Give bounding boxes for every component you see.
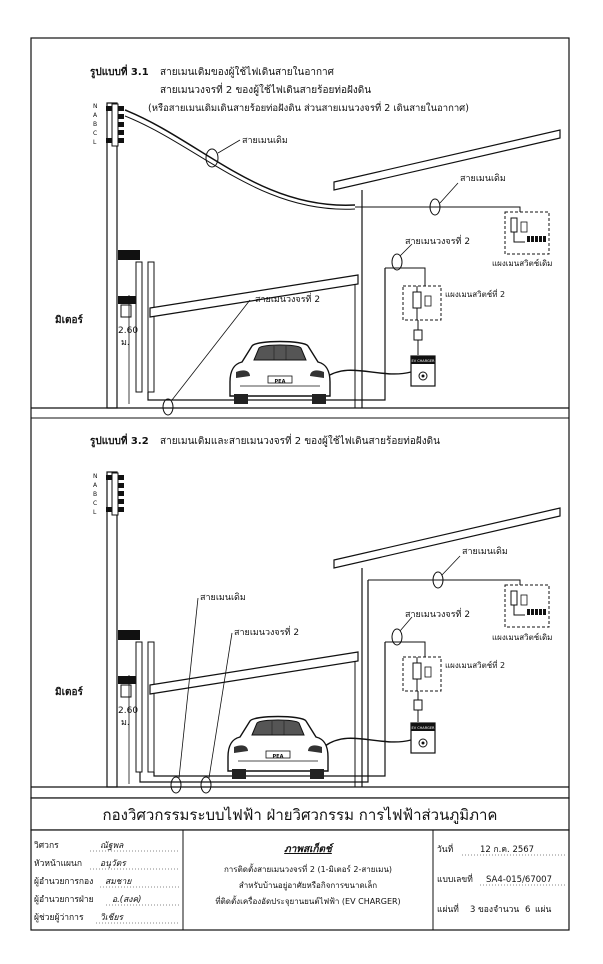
sheet-desc-line1: การติดตั้งสายเมนวงจรที่ 2 (1-มิเตอร์ 2-ส… — [224, 863, 392, 874]
fig2-caption-num: รูปแบบที่ 3.2 — [90, 433, 149, 448]
fig1-service-drop — [124, 109, 356, 206]
fig2-label-panel2: แผงเมนสวิตช์ที่ 2 — [445, 659, 505, 670]
fig1-label-panel2: แผงเมนสวิตช์ที่ 2 — [445, 288, 505, 299]
fig2-label-meter: มิเตอร์ — [55, 686, 84, 698]
date-value: 12 ก.ค. 2567 — [480, 845, 534, 855]
sheet-of-label: ของจำนวน — [478, 905, 519, 915]
fig1-label-old-main-air: สายเมนเดิม — [242, 135, 288, 146]
svg-text:L: L — [93, 139, 97, 146]
sheet-no: 3 — [470, 905, 475, 915]
fig1-height-unit: ม. — [121, 338, 130, 348]
figure-3-1: รูปแบบที่ 3.1 สายเมนเดิมของผู้ใช้ไฟเดินส… — [31, 64, 569, 416]
sheet-title: ภาพสเก็ตช์ — [284, 842, 335, 855]
date-label: วันที่ — [437, 843, 454, 855]
fig2-caption-text: สายเมนเดิมและสายเมนวงจรที่ 2 ของผู้ใช้ไฟ… — [160, 433, 440, 447]
sheet-unit: แผ่น — [535, 905, 551, 915]
fig2-label-old-main-house: สายเมนเดิม — [462, 546, 508, 557]
fig2-height-value: 2.60 — [118, 706, 138, 716]
figure-3-2: รูปแบบที่ 3.2 สายเมนเดิมและสายเมนวงจรที่… — [31, 433, 569, 794]
fig1-label-meter: มิเตอร์ — [55, 314, 84, 326]
approval-label: ผู้ช่วยผู้ว่าการ — [34, 912, 84, 923]
fig2-label-circuit2-ground: สายเมนวงจรที่ 2 — [234, 625, 299, 638]
fig2-label-circuit2-house: สายเมนวงจรที่ 2 — [405, 607, 470, 620]
svg-text:L: L — [93, 509, 97, 516]
fig2-label-panel-old: แผงเมนสวิตช์เดิม — [492, 632, 552, 642]
svg-text:A: A — [93, 482, 98, 489]
svg-text:C: C — [93, 500, 97, 507]
sheet-desc-line2: สำหรับบ้านอยู่อาศัยหรือกิจการขนาดเล็ก — [239, 880, 377, 891]
approval-label: หัวหน้าแผนก — [34, 858, 82, 869]
fig1-label-panel-old: แผงเมนสวิตช์เดิม — [492, 258, 552, 268]
svg-text:C: C — [93, 130, 97, 137]
svg-text:B: B — [93, 491, 97, 498]
fig1-charger-label: EV CHARGER — [412, 359, 436, 363]
fig2-utility-pole — [106, 471, 118, 788]
fig1-utility-pole — [106, 102, 118, 409]
approval-label: วิศวกร — [34, 841, 59, 851]
fig1-caption-line3: (หรือสายเมนเดิมเดินสายร้อยท่อฝังดิน ส่วน… — [148, 101, 469, 114]
sheet-info: วันที่ 12 ก.ค. 2567 แบบเลขที่ SA4-015/67… — [437, 843, 566, 915]
fig2-phase-letters: N A B C L — [93, 473, 98, 516]
approval-signature: อ.(สงค) — [112, 895, 141, 905]
svg-text:B: B — [93, 121, 97, 128]
fig1-label-circuit2-ground: สายเมนวงจรที่ 2 — [255, 292, 320, 305]
fig2-label-old-main-ground: สายเมนเดิม — [200, 592, 246, 603]
org-name: กองวิศวกรรมระบบไฟฟ้า ฝ่ายวิศวกรรม การไฟฟ… — [103, 806, 498, 824]
fig1-plate: PEA — [275, 379, 286, 385]
fig1-caption-num: รูปแบบที่ 3.1 — [90, 64, 149, 79]
title-block: กองวิศวกรรมระบบไฟฟ้า ฝ่ายวิศวกรรม การไฟฟ… — [30, 797, 570, 931]
fig2-height-unit: ม. — [121, 718, 130, 728]
fig2-circuit2-conduit — [153, 642, 386, 777]
approval-signature: ณัฐพล — [100, 841, 124, 851]
fig1-height-value: 2.60 — [118, 326, 138, 336]
drawing-no-value: SA4-015/67007 — [486, 875, 552, 885]
sheet-desc-line3: ที่ติดตั้งเครื่องอัดประจุยานยนต์ไฟฟ้า (E… — [215, 895, 400, 906]
svg-text:A: A — [93, 112, 98, 119]
approval-label: ผู้อำนวยการกอง — [34, 876, 93, 887]
fig1-phase-letters: N A B C L — [93, 103, 98, 146]
approval-rows: วิศวกร ณัฐพล หัวหน้าแผนก อนุวัตร ผู้อำนว… — [34, 841, 180, 924]
approval-signature: วิเชียร — [100, 912, 124, 923]
fig1-ev-car — [229, 340, 331, 405]
approval-signature: สมชาย — [105, 877, 132, 887]
svg-text:N: N — [93, 473, 98, 480]
fig1-label-old-main-house: สายเมนเดิม — [460, 173, 506, 184]
approval-label: ผู้อำนวยการฝ่าย — [34, 894, 94, 905]
fig1-caption-line2: สายเมนวงจรที่ 2 ของผู้ใช้ไฟเดินสายร้อยท่… — [160, 82, 371, 96]
fig2-charger-label: EV CHARGER — [412, 726, 436, 730]
sheet-label: แผ่นที่ — [437, 903, 459, 915]
fig2-ev-car — [227, 715, 329, 780]
drawing-no-label: แบบเลขที่ — [437, 873, 473, 885]
fig1-label-circuit2-house: สายเมนวงจรที่ 2 — [405, 234, 470, 247]
sheet-total: 6 — [525, 905, 530, 915]
fig2-plate: PEA — [273, 754, 284, 760]
fig1-caption-line1: สายเมนเดิมของผู้ใช้ไฟเดินสายในอากาศ — [160, 66, 335, 78]
fig2-old-main-conduit — [139, 580, 369, 783]
approval-signature: อนุวัตร — [100, 859, 127, 869]
svg-text:N: N — [93, 103, 98, 110]
fig1-circuit2-conduit — [147, 268, 386, 401]
